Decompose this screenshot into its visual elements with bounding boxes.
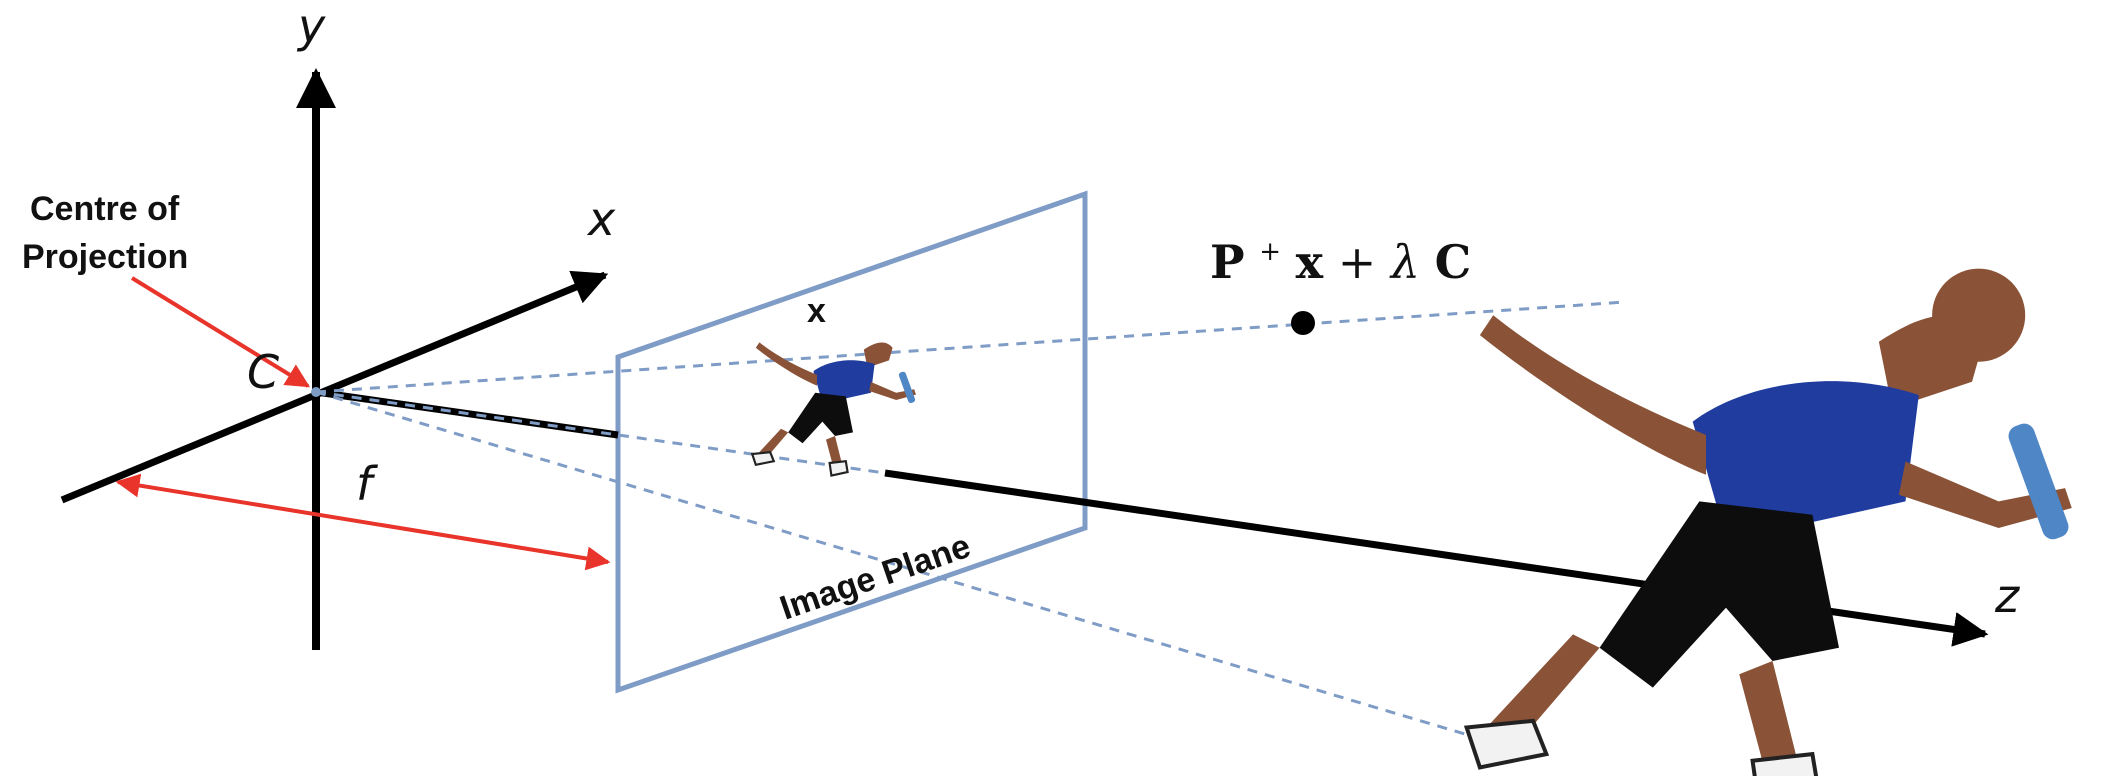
image-plane [615, 190, 1088, 694]
formula-P: P [1210, 235, 1245, 289]
ray-top [315, 300, 1626, 394]
formula-C: C [1435, 235, 1472, 289]
formula-superscript: + [1259, 237, 1281, 267]
focal-length-label: f [356, 457, 378, 511]
centre-of-projection-label-line1: Centre of [30, 190, 180, 228]
focal-length-arrow [115, 473, 611, 571]
formula-plus: + [1338, 235, 1391, 289]
sprinter-figure-small [750, 342, 916, 477]
sprinter-figure [1463, 268, 2072, 776]
ray-middle [315, 390, 886, 475]
y-axis-label: y [296, 0, 326, 53]
formula-x: x [1296, 235, 1324, 289]
centre-pointer-arrow [130, 276, 311, 388]
z-axis-label: z [1994, 569, 2020, 623]
camera-centre-label: C [247, 345, 279, 399]
ray-bottom [315, 390, 1486, 742]
x-axis-label: x [586, 192, 616, 246]
world-point [1291, 311, 1315, 335]
x-axis [60, 270, 609, 504]
back-projection-formula: P + x + λ C [1210, 217, 1471, 289]
formula-lambda: λ [1389, 235, 1420, 289]
camera-centre-point [311, 387, 321, 397]
centre-of-projection-label-line2: Projection [22, 238, 188, 276]
image-point-label: x [807, 292, 826, 330]
